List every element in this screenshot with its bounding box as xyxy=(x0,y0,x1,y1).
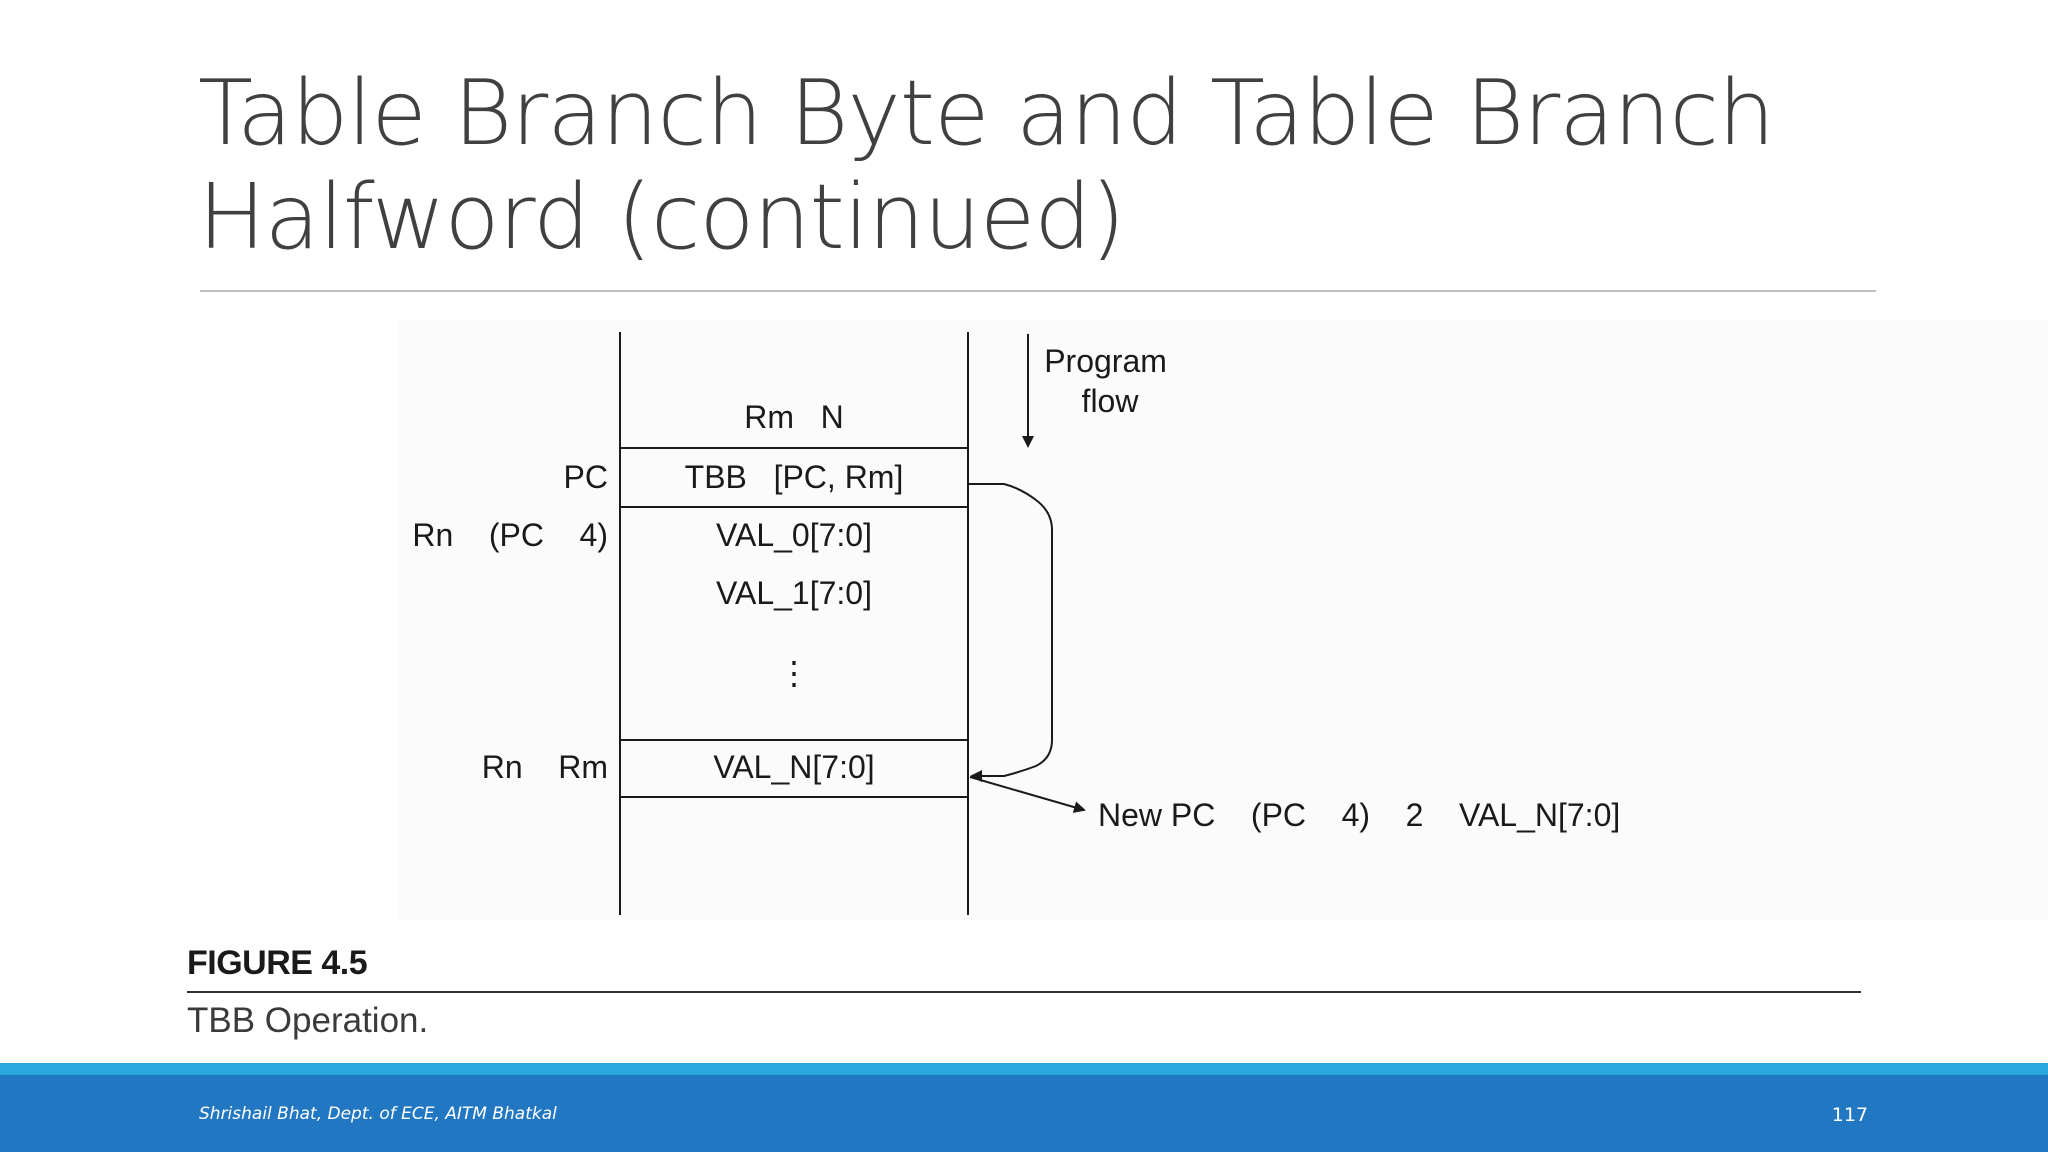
branch-curve-arrow xyxy=(968,483,1053,782)
valn-cell: VAL_N[7:0] xyxy=(713,749,874,785)
figure-rule xyxy=(187,991,1861,993)
val0-cell: VAL_0[7:0] xyxy=(716,517,872,553)
tbb-instruction: TBB [PC, Rm] xyxy=(685,459,904,495)
program-flow-label: Program flow xyxy=(1044,343,1176,419)
title-divider xyxy=(200,290,1876,292)
footer-bar xyxy=(0,1075,2048,1152)
slide-title: Table Branch Byte and Table Branch Halfw… xyxy=(198,62,1898,270)
footer-stripe xyxy=(0,1063,2048,1075)
slide-title-line-1: Table Branch Byte and Table Branch xyxy=(198,61,1775,166)
rn-rm-label: Rn Rm xyxy=(482,749,608,785)
footer-author: Shrishail Bhat, Dept. of ECE, AITM Bhatk… xyxy=(199,1104,557,1124)
val1-cell: VAL_1[7:0] xyxy=(716,575,872,611)
program-flow-line-2: flow xyxy=(1082,383,1140,419)
ellipsis: ⋮ xyxy=(778,655,810,691)
new-pc-label: New PC (PC 4) 2 VAL_N[7:0] xyxy=(1098,797,1620,833)
rn-pc4-label: Rn (PC 4) xyxy=(412,517,608,553)
slide-title-line-2: Halfword (continued) xyxy=(198,165,1125,270)
figure-background xyxy=(398,320,2048,920)
pc-label: PC xyxy=(564,459,608,495)
program-flow-line-1: Program xyxy=(1044,343,1167,379)
new-pc-arrow xyxy=(969,776,1086,813)
rm-n-label: Rm N xyxy=(744,399,844,435)
figure-caption: TBB Operation. xyxy=(187,1001,429,1040)
page-number: 117 xyxy=(1831,1104,1868,1126)
figure-label: FIGURE 4.5 xyxy=(187,944,368,982)
